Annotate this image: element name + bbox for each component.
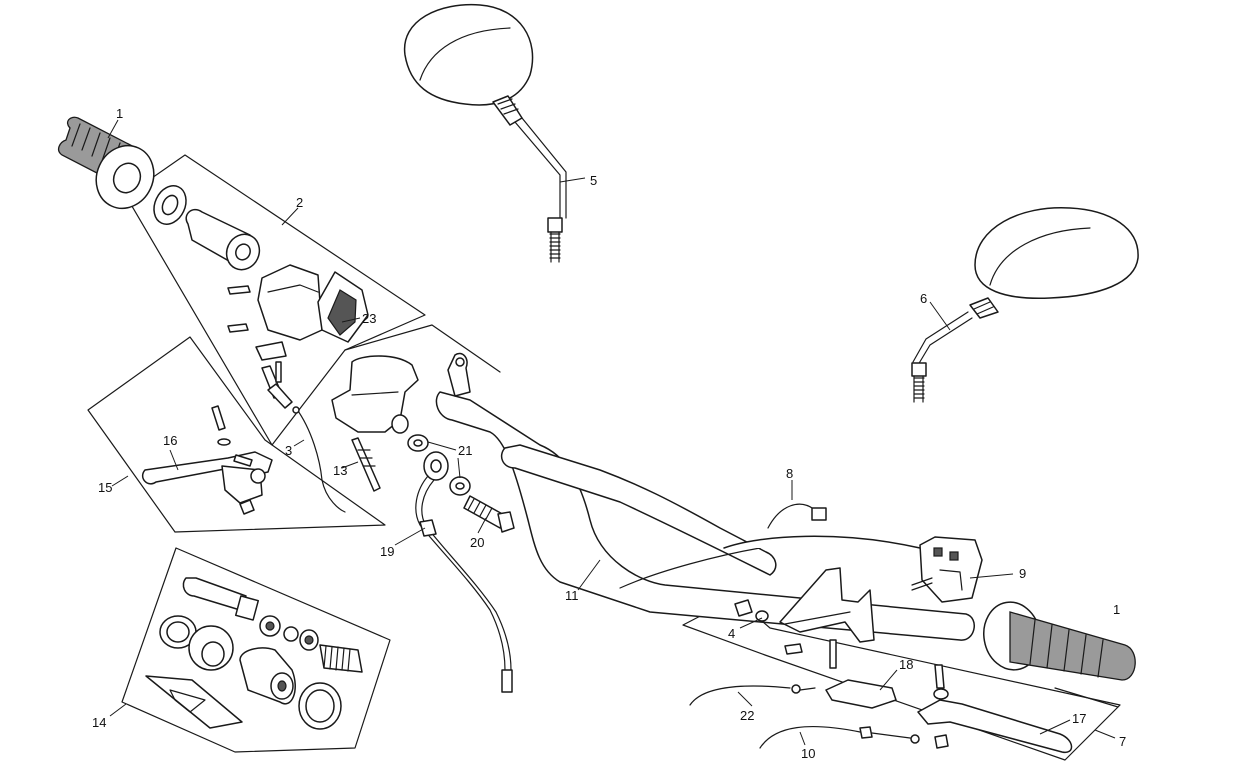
right-switch — [911, 536, 983, 603]
group-frame-repair-kit — [121, 547, 391, 753]
banjo-fitting — [407, 434, 515, 533]
callout-labels: 1 2 3 4 5 6 7 8 9 10 11 1 13 14 15 16 17… — [92, 106, 1126, 761]
mirror-right — [911, 207, 1139, 403]
brake-master-cylinder — [331, 355, 419, 492]
callout-6: 6 — [920, 291, 927, 306]
callout-11: 11 — [565, 588, 579, 603]
callout-20: 20 — [470, 535, 484, 550]
callout-5: 5 — [590, 173, 597, 188]
handlebar — [435, 352, 975, 641]
group-frame-throttle — [125, 154, 426, 446]
group-frame-clutch-lever — [87, 336, 386, 533]
wire-harness — [767, 503, 816, 529]
throttle-assembly — [153, 185, 369, 409]
cable-10 — [759, 725, 861, 749]
callout-4: 4 — [728, 626, 735, 641]
callout-8: 8 — [786, 466, 793, 481]
callout-21: 21 — [458, 443, 472, 458]
callout-14: 14 — [92, 715, 106, 730]
choke-cable — [295, 407, 346, 513]
leader-lines — [107, 119, 1116, 746]
callout-3: 3 — [285, 443, 292, 458]
callout-19: 19 — [380, 544, 394, 559]
cable-end — [292, 406, 300, 414]
brake-lever-assembly — [825, 664, 1073, 754]
master-cylinder-repair-kit — [145, 577, 363, 730]
group-frame-master-cylinder — [344, 324, 501, 373]
hose-clip — [419, 519, 437, 537]
right-grip — [983, 601, 1136, 681]
mirror-left — [403, 3, 567, 263]
clutch-lever-assembly — [141, 405, 273, 515]
callout-13: 13 — [333, 463, 347, 478]
callout-17: 17 — [1072, 711, 1086, 726]
group-frame-brake-lever-top — [1054, 687, 1119, 708]
cable-22 — [689, 685, 791, 706]
hose-fitting — [501, 669, 513, 693]
callout-9: 9 — [1019, 566, 1026, 581]
callout-2: 2 — [296, 195, 303, 210]
callout-23: 23 — [362, 311, 376, 326]
connector — [811, 507, 827, 521]
callout-1-left: 1 — [116, 106, 123, 121]
brake-hose — [415, 475, 512, 671]
callout-18: 18 — [899, 657, 913, 672]
callout-16: 16 — [163, 433, 177, 448]
callout-7: 7 — [1119, 734, 1126, 749]
callout-15: 15 — [98, 480, 112, 495]
callout-10: 10 — [801, 746, 815, 761]
left-grip — [57, 116, 155, 210]
callout-22: 22 — [740, 708, 754, 723]
handlebar-clamp — [734, 567, 875, 669]
callout-1-right: 1 — [1113, 602, 1120, 617]
